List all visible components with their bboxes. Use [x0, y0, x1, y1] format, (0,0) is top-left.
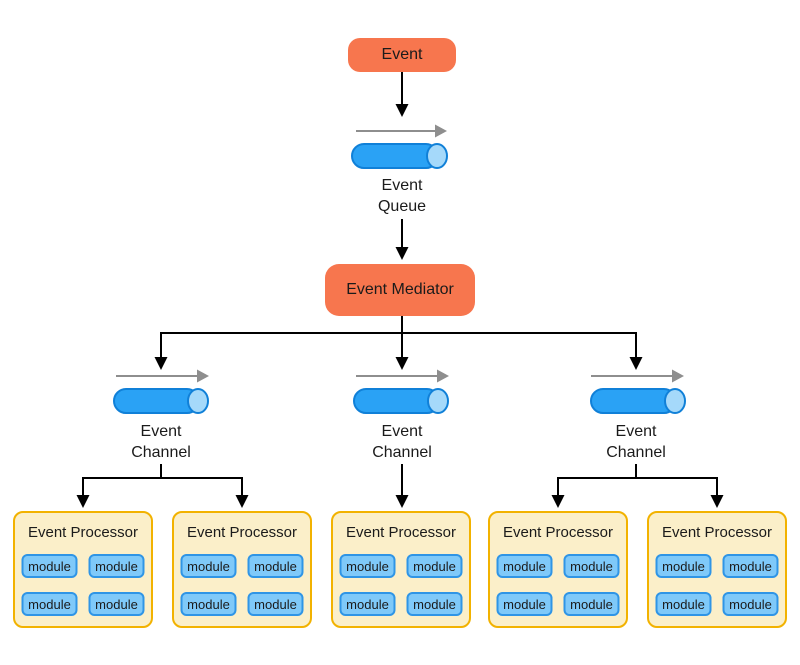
queue-flow-arrow-icon: [356, 124, 447, 138]
module-box: module: [247, 592, 304, 616]
event-channel-2-label: Event Channel: [372, 423, 432, 461]
event-node-label: Event: [381, 46, 423, 63]
event-node: Event: [348, 38, 456, 72]
arrow-event-to-queue: [395, 72, 409, 117]
module-box: module: [247, 554, 304, 578]
event-channel-1-cylinder-icon: [113, 388, 209, 414]
event-processor-3: Event Processor module module module mod…: [331, 511, 471, 628]
event-queue-label: Event Queue: [377, 177, 427, 215]
event-processor-5-title: Event Processor: [661, 524, 773, 541]
event-processor-2: Event Processor module module module mod…: [172, 511, 312, 628]
event-processor-1-title: Event Processor: [27, 524, 139, 541]
channel-3-flow-arrow-icon: [591, 369, 684, 383]
arrow-queue-to-mediator: [395, 219, 409, 260]
event-mediator-node: Event Mediator: [325, 264, 475, 316]
event-processor-5: Event Processor module module module mod…: [647, 511, 787, 628]
event-channel-1-label: Event Channel: [131, 423, 191, 461]
event-processor-2-title: Event Processor: [186, 524, 298, 541]
module-box: module: [339, 592, 396, 616]
module-box: module: [655, 554, 712, 578]
module-box: module: [406, 592, 463, 616]
event-queue-cylinder-icon: [351, 143, 448, 169]
module-box: module: [722, 554, 779, 578]
event-processor-4: Event Processor module module module mod…: [488, 511, 628, 628]
channel-2-branch-lines: [395, 464, 409, 508]
event-channel-3-cylinder-icon: [590, 388, 686, 414]
module-box: module: [722, 592, 779, 616]
channel-1-branch-lines: [76, 464, 249, 508]
channel-2-flow-arrow-icon: [356, 369, 449, 383]
module-grid: module module module module: [21, 554, 145, 616]
event-channel-2-cylinder-icon: [353, 388, 449, 414]
module-box: module: [563, 554, 620, 578]
module-box: module: [88, 554, 145, 578]
module-box: module: [563, 592, 620, 616]
module-box: module: [339, 554, 396, 578]
module-box: module: [21, 554, 78, 578]
event-processor-3-title: Event Processor: [345, 524, 457, 541]
module-box: module: [496, 592, 553, 616]
event-channel-3-label: Event Channel: [606, 423, 666, 461]
module-box: module: [496, 554, 553, 578]
event-processor-1: Event Processor module module module mod…: [13, 511, 153, 628]
module-box: module: [406, 554, 463, 578]
module-grid: module module module module: [339, 554, 463, 616]
event-mediator-label: Event Mediator: [346, 281, 454, 298]
module-grid: module module module module: [496, 554, 620, 616]
channel-1-flow-arrow-icon: [116, 369, 209, 383]
module-box: module: [655, 592, 712, 616]
event-processor-4-title: Event Processor: [502, 524, 614, 541]
mediator-branch-lines: [154, 316, 643, 370]
module-box: module: [180, 554, 237, 578]
module-grid: module module module module: [655, 554, 779, 616]
channel-3-branch-lines: [551, 464, 724, 508]
module-box: module: [180, 592, 237, 616]
module-grid: module module module module: [180, 554, 304, 616]
module-box: module: [88, 592, 145, 616]
module-box: module: [21, 592, 78, 616]
